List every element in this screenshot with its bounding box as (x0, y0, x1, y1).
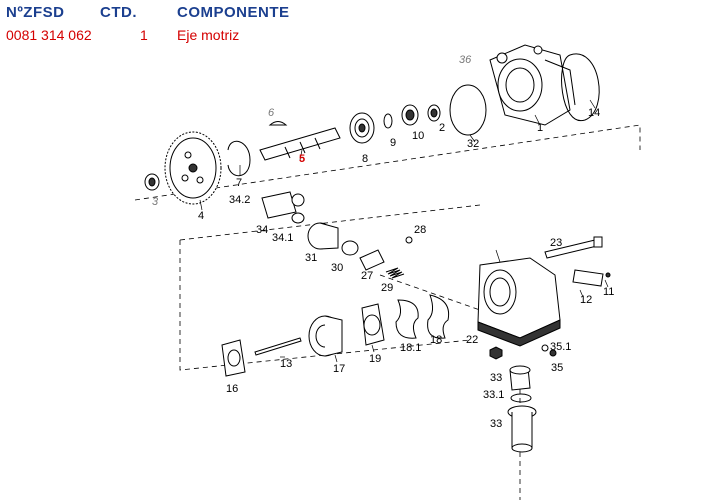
gear-nut (144, 173, 160, 191)
part-label-34-2: 34.2 (229, 194, 250, 206)
part-label-22: 22 (466, 334, 478, 346)
part-number-value: 0081 314 062 (6, 27, 92, 43)
part-label-8: 8 (362, 153, 368, 165)
spring-29 (385, 267, 405, 279)
bolt-23 (544, 236, 603, 259)
valve-body-31 (307, 222, 339, 250)
seal-33-1 (510, 393, 532, 403)
nut-35 (549, 349, 557, 357)
retaining-ring-9 (383, 113, 393, 129)
part-label-33-1: 33.1 (483, 389, 504, 401)
ball-28 (405, 236, 413, 244)
header-part-number: NºZFSD (6, 4, 65, 21)
part-label-32: 32 (467, 138, 479, 150)
part-label-36: 36 (459, 54, 472, 66)
valve-assembly-34 (261, 191, 305, 224)
gasket-ring (561, 53, 600, 121)
header-component: COMPONENTE (177, 4, 290, 21)
bearing-2 (427, 104, 441, 122)
woodruff-key (268, 121, 288, 126)
part-label-6: 6 (268, 107, 275, 119)
washer-35-1 (541, 344, 549, 352)
part-label-11: 11 (603, 286, 614, 298)
part-label-14: 14 (588, 107, 600, 119)
assembly-guide-pump (379, 274, 481, 311)
o-ring-30 (341, 240, 359, 256)
part-label-13: 13 (280, 358, 292, 370)
part-label-34: 34 (256, 224, 268, 236)
part-label-9: 9 (390, 137, 396, 149)
pump-housing-22 (477, 257, 561, 347)
part-label-3: 3 (152, 196, 159, 208)
screw-11 (605, 272, 611, 278)
part-label-17: 17 (333, 363, 345, 375)
part-label-4: 4 (198, 210, 204, 222)
part-label-34-1: 34.1 (272, 232, 293, 244)
part-label-30: 30 (331, 262, 343, 274)
part-label-33-upper: 33 (490, 372, 502, 384)
seal-ring (449, 84, 487, 136)
part-label-16: 16 (226, 383, 238, 395)
part-label-19: 19 (369, 353, 381, 365)
part-label-18-1: 18.1 (400, 342, 421, 354)
part-label-18: 18 (430, 334, 442, 346)
part-label-31: 31 (305, 252, 317, 264)
plate-18 (427, 294, 450, 339)
part-label-28: 28 (414, 224, 426, 236)
bearing-8 (349, 112, 375, 144)
housing-part (489, 44, 576, 126)
part-label-27: 27 (361, 270, 373, 282)
part-label-23: 23 (550, 237, 562, 249)
part-label-7: 7 (236, 177, 242, 189)
part-label-29: 29 (381, 282, 393, 294)
drive-gear (164, 131, 222, 205)
plate-12 (572, 269, 604, 287)
gear-ring-19 (361, 303, 385, 346)
part-label-1: 1 (537, 122, 543, 134)
fitting-36 (489, 346, 503, 360)
bearing-10 (401, 104, 419, 126)
part-label-10: 10 (412, 130, 424, 142)
part-label-12: 12 (580, 294, 592, 306)
rotor-17 (308, 315, 343, 357)
part-label-5: 5 (299, 153, 305, 165)
connector-33-lower (507, 405, 537, 453)
cover-16 (221, 339, 246, 377)
part-label-33-lower: 33 (490, 418, 502, 430)
connector-33-upper (509, 365, 531, 391)
snap-ring (227, 140, 251, 177)
component-value: Eje motriz (177, 27, 240, 43)
part-label-2: 2 (439, 122, 445, 134)
plug-27 (359, 249, 385, 271)
pin-13 (254, 337, 302, 356)
header-quantity: CTD. (100, 4, 137, 21)
drive-shaft (259, 127, 341, 161)
plate-18-1 (395, 299, 419, 339)
quantity-value: 1 (140, 27, 148, 43)
part-label-35-1: 35.1 (550, 341, 571, 353)
part-label-35: 35 (551, 362, 563, 374)
